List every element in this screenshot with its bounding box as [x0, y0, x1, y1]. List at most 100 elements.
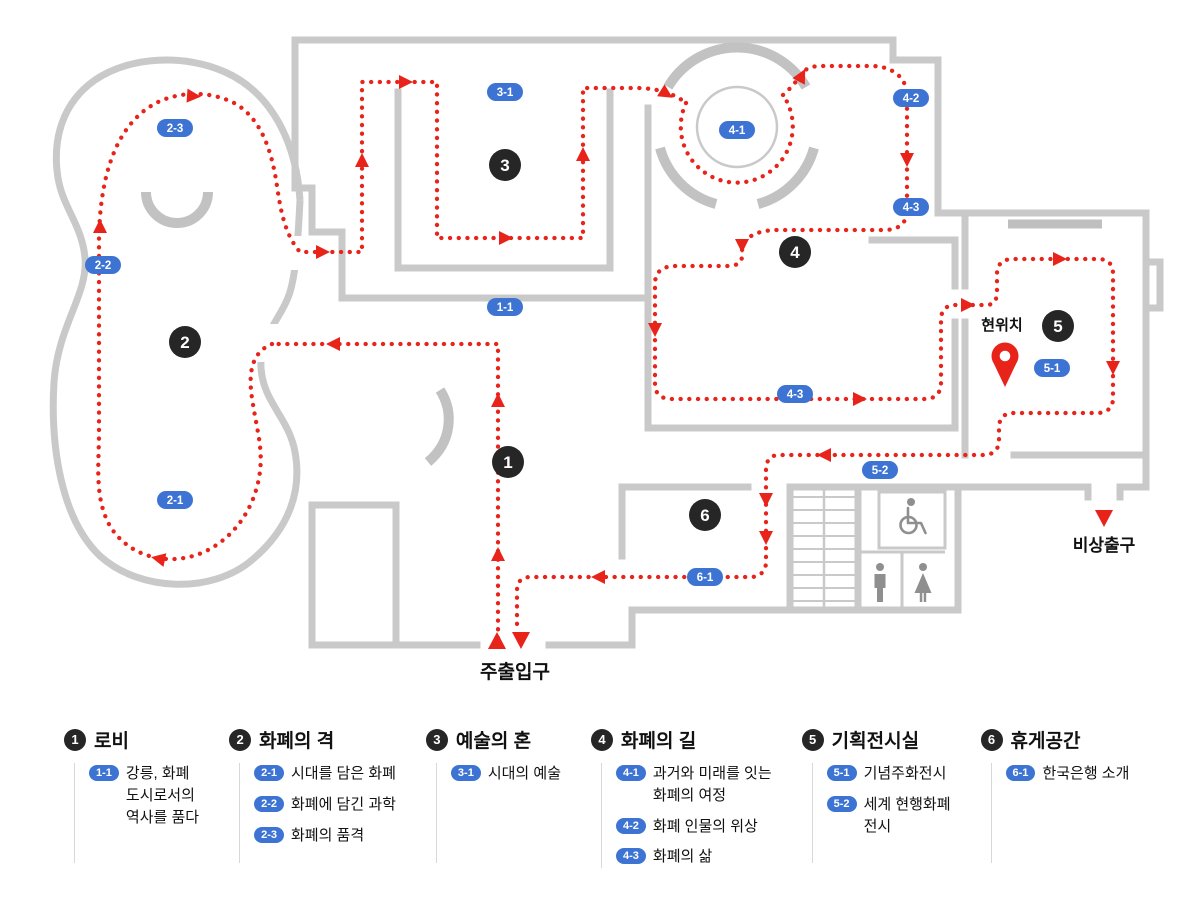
visitor-route — [96, 63, 1116, 641]
svg-text:6-1: 6-1 — [697, 572, 714, 584]
legend-badge-5: 5 — [801, 728, 824, 751]
legend-badge-1: 1 — [64, 728, 86, 751]
outer-top-wall — [291, 36, 1150, 217]
room4-walls — [644, 236, 959, 432]
svg-text:5-2: 5-2 — [872, 465, 889, 477]
emergency-exit-label: 비상출구 — [1073, 536, 1136, 555]
zone-badge-4: 4 — [779, 236, 811, 268]
zone-badge-5: 5 — [1042, 310, 1074, 342]
circle-gallery-arcs — [655, 42, 819, 209]
room5-niche — [1142, 258, 1164, 312]
legend-item: 4-2 화폐 인물의 위상 — [616, 816, 772, 838]
legend-pill-4-3: 4-3 — [616, 848, 646, 865]
zone-badge-1: 1 — [492, 446, 524, 478]
legend-column-3: 3 예술의 혼 3-1 시대의 예술 — [425, 726, 561, 868]
svg-text:4-1: 4-1 — [729, 125, 746, 137]
pill-4-1: 4-1 — [719, 121, 755, 139]
svg-text:1-1: 1-1 — [497, 302, 514, 314]
floor-plan: 1 2 3 4 5 6 1-1 2-1 2-2 2-3 3-1 — [49, 36, 1164, 683]
legend-column-6: 6 휴게공간 6-1 한국은행 소개 — [980, 726, 1129, 868]
floor-plan-walls — [49, 36, 1164, 649]
wheelchair-icon — [899, 498, 927, 535]
route-arrows — [93, 69, 1120, 584]
legend-column-5: 5 기획전시실 5-1 기념주화전시 5-2 세계 현행화폐 전시 — [801, 726, 951, 868]
current-location-pin — [991, 342, 1019, 387]
svg-text:5: 5 — [1053, 317, 1062, 336]
legend-item: 2-3 화폐의 품격 — [254, 825, 396, 847]
svg-text:3: 3 — [500, 156, 509, 175]
pill-1-1: 1-1 — [487, 298, 523, 316]
pill-5-1: 5-1 — [1034, 359, 1070, 377]
women-restroom-icon — [914, 563, 932, 602]
pill-5-2: 5-2 — [862, 461, 898, 479]
legend-item: 2-1 시대를 담은 화폐 — [254, 763, 396, 785]
pill-2-3: 2-3 — [157, 119, 193, 137]
svg-text:6: 6 — [700, 506, 709, 525]
legend-title-5: 기획전시실 — [831, 731, 920, 752]
legend-pill-5-2: 5-2 — [826, 795, 857, 812]
pill-3-1: 3-1 — [487, 83, 523, 101]
zone-badge-3: 3 — [489, 149, 521, 181]
legend-column-2: 2 화폐의 격 2-1 시대를 담은 화폐 2-2 화폐에 담긴 과학 2-3 … — [229, 726, 396, 868]
legend-item: 5-2 세계 현행화폐 전시 — [826, 794, 951, 838]
svg-text:2-1: 2-1 — [167, 495, 184, 507]
legend-item: 6-1 한국은행 소개 — [1005, 763, 1129, 785]
legend-pill-4-1: 4-1 — [616, 765, 646, 781]
legend-title-2: 화폐의 격 — [259, 731, 335, 752]
legend-badge-2: 2 — [229, 728, 252, 751]
legend-title-4: 화폐의 길 — [621, 731, 697, 752]
legend-title-6: 휴게공간 — [1010, 731, 1081, 752]
pill-6-1: 6-1 — [687, 568, 723, 586]
legend-pill-4-2: 4-2 — [616, 817, 646, 834]
pill-2-2: 2-2 — [85, 256, 121, 274]
circle-gallery-inner — [695, 85, 779, 169]
svg-text:1: 1 — [503, 453, 512, 472]
room2-curved-wall — [141, 191, 213, 228]
legend-pill-3-1: 3-1 — [450, 765, 481, 781]
legend-pill-2-3: 2-3 — [254, 826, 284, 843]
svg-text:4-3: 4-3 — [903, 202, 920, 214]
men-restroom-icon — [874, 563, 886, 602]
current-location-label: 현위치 — [981, 317, 1022, 334]
legend: 1 로비 1-1 강릉, 화폐 도시로서의 역사를 품다 2 화폐의 격 2-1… — [0, 700, 1200, 868]
legend-badge-4: 4 — [591, 728, 613, 751]
legend-pill-1-1: 1-1 — [89, 765, 119, 781]
legend-item: 4-3 화폐의 삶 — [616, 846, 772, 868]
legend-title-1: 로비 — [94, 731, 129, 752]
legend-badge-6: 6 — [980, 728, 1003, 751]
legend-item: 2-2 화폐에 담긴 과학 — [254, 794, 396, 816]
svg-text:4-3: 4-3 — [787, 389, 804, 401]
room3-interior-wall — [394, 88, 614, 272]
svg-text:2-3: 2-3 — [167, 123, 184, 135]
legend-column-lobby: 1 로비 1-1 강릉, 화폐 도시로서의 역사를 품다 — [64, 726, 199, 868]
legend-item: 5-1 기념주화전시 — [826, 763, 951, 785]
main-entrance-label: 주출입구 — [480, 661, 550, 683]
svg-text:4: 4 — [790, 243, 800, 262]
room2-wall — [49, 56, 304, 588]
zone-badge-6: 6 — [689, 499, 721, 531]
legend-pill-6-1: 6-1 — [1005, 765, 1036, 781]
restroom-partitions — [858, 490, 947, 608]
corridor-stepped-wall — [291, 184, 649, 302]
pill-2-1: 2-1 — [157, 491, 193, 509]
stairs — [793, 490, 855, 608]
legend-column-4: 4 화폐의 길 4-1 과거와 미래를 잇는 화폐의 여정 4-2 화폐 인물의… — [591, 726, 772, 868]
emergency-exit-arrow — [1095, 510, 1113, 527]
legend-pill-2-1: 2-1 — [254, 765, 284, 781]
legend-badge-3: 3 — [425, 728, 448, 751]
entrance-arrow-up — [488, 632, 506, 649]
legend-pill-2-2: 2-2 — [254, 795, 284, 812]
lower-walls — [308, 451, 1150, 649]
svg-text:5-1: 5-1 — [1044, 363, 1061, 375]
entrance-arrow-down — [512, 632, 530, 649]
legend-item: 3-1 시대의 예술 — [450, 763, 561, 785]
svg-text:2-2: 2-2 — [95, 260, 112, 272]
legend-title-3: 예술의 혼 — [455, 731, 532, 752]
pill-4-2: 4-2 — [893, 89, 929, 107]
zone-badge-2: 2 — [169, 326, 201, 358]
svg-text:3-1: 3-1 — [497, 87, 514, 99]
pill-4-3-bottom: 4-3 — [777, 385, 813, 403]
legend-item: 1-1 강릉, 화폐 도시로서의 역사를 품다 — [89, 763, 199, 828]
svg-text:4-2: 4-2 — [903, 93, 920, 105]
